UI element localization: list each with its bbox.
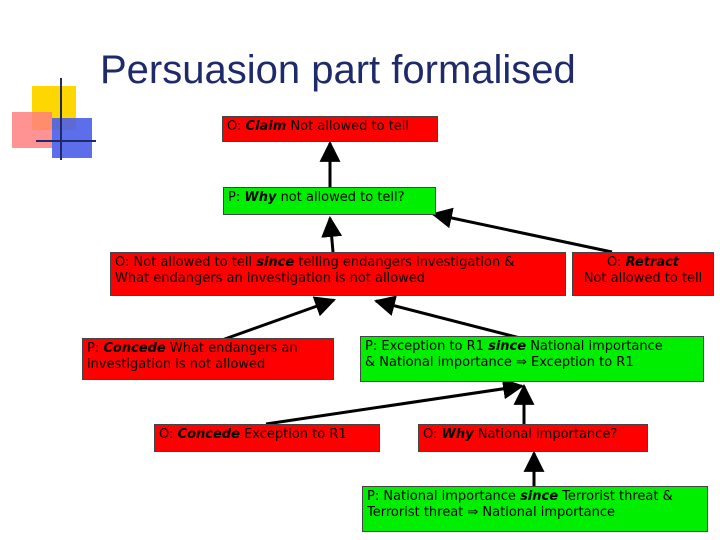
node-text: Exception to R1 [239, 427, 347, 442]
node-keyword: Concede [103, 341, 166, 356]
node-why-national: O: Why National importance? [418, 424, 648, 452]
decor-red-square [12, 112, 52, 148]
node-prefix: P: [228, 190, 245, 205]
node-keyword: since [520, 489, 559, 504]
node-why-not-allowed: P: Why not allowed to tell? [223, 187, 436, 215]
node-exception-since: P: Exception to R1 since National import… [360, 336, 704, 382]
node-text: P: National importance [367, 489, 521, 504]
node-text: not allowed to tell? [276, 190, 405, 205]
node-text: National importance [526, 339, 663, 354]
node-claim: O: Claim Not allowed to tell [222, 116, 438, 142]
edge-n7-n6 [265, 378, 525, 426]
node-text-line2: What endangers an investigation is not a… [115, 271, 426, 286]
node-keyword: Concede [177, 427, 240, 442]
node-keyword: since [488, 339, 527, 354]
node-concede-endangers: P: Concede What endangers an investigati… [82, 338, 334, 380]
node-text: What endangers an [165, 341, 298, 356]
node-text-line2: Not allowed to tell [583, 271, 703, 286]
node-prefix: O: [423, 427, 442, 442]
node-keyword: Why [244, 190, 277, 205]
node-text: O: Not allowed to tell [115, 255, 257, 270]
edge-n4-n2 [430, 207, 613, 254]
node-prefix: P: [87, 341, 104, 356]
node-keyword: Claim [245, 119, 287, 134]
decor-horizontal-line [36, 140, 96, 142]
node-prefix: O: [606, 255, 626, 270]
edge-n5-n3 [221, 296, 336, 342]
node-keyword: Why [441, 427, 474, 442]
node-text-line2: & National importance ⇒ Exception to R1 [365, 355, 634, 370]
node-keyword: Retract [625, 255, 680, 270]
node-national-since: P: National importance since Terrorist t… [362, 486, 708, 532]
node-text-line2: Terrorist threat ⇒ National importance [367, 505, 616, 520]
node-keyword: since [256, 255, 295, 270]
decor-vertical-line [60, 78, 62, 160]
decor-blue-square [52, 118, 92, 158]
node-since-endangers: O: Not allowed to tell since telling end… [110, 252, 566, 296]
node-retract: O: Retract Not allowed to tell [572, 252, 714, 296]
node-concede-exception: O: Concede Exception to R1 [154, 424, 380, 452]
node-text: Not allowed to tell [286, 119, 410, 134]
node-prefix: O: [159, 427, 178, 442]
node-prefix: O: [227, 119, 246, 134]
node-text: Terrorist threat & [558, 489, 673, 504]
page-title: Persuasion part formalised [100, 48, 576, 92]
edge-n3-n2 [321, 215, 343, 253]
node-text-line2: investigation is not allowed [87, 357, 266, 372]
node-text: National importance? [473, 427, 618, 442]
edge-n6-n3 [373, 295, 521, 340]
node-text: P: Exception to R1 [365, 339, 489, 354]
node-text: telling endangers investigation & [294, 255, 515, 270]
